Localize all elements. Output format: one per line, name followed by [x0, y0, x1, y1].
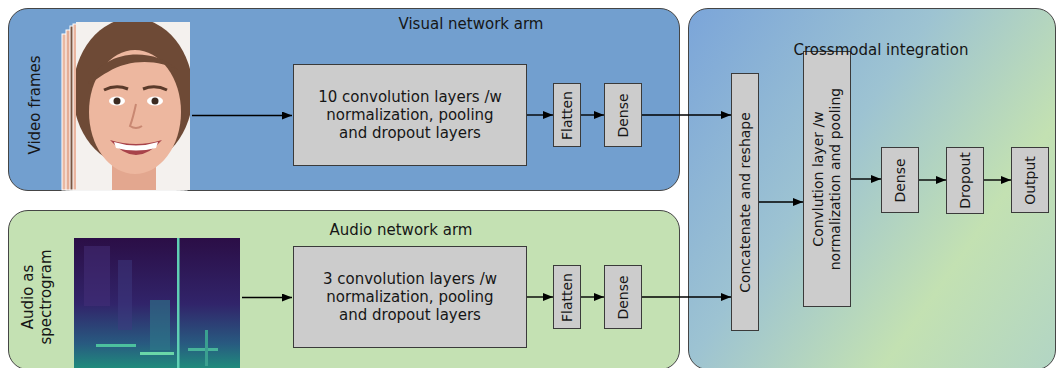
dense-layer: Dense: [881, 147, 919, 213]
visual-arm-panel: Visual network arm 10 convolution layers …: [8, 8, 680, 191]
layer-label: Dense: [615, 275, 632, 319]
label-anchor: Video frames: [20, 30, 50, 180]
fusion-conv-layer: Convlution layer /w normalization and po…: [803, 51, 851, 307]
flatten-layer: Flatten: [553, 265, 581, 329]
layer-label: Dense: [892, 158, 909, 202]
dense-layer: Dense: [604, 83, 642, 147]
panel-title: Crossmodal integration: [794, 41, 969, 59]
dense-layer: Dense: [604, 265, 642, 329]
layer-label: 3 convolution layers /w normalization, p…: [310, 270, 510, 324]
layer-label: Output: [1022, 156, 1039, 205]
input-label: Video frames: [26, 55, 44, 154]
flatten-layer: Flatten: [553, 83, 581, 147]
layer-label: Concatenate and reshape: [737, 112, 754, 293]
layer-label: 10 convolution layers /w normalization, …: [310, 88, 510, 142]
audio-arm-panel: Audio network arm 3 convolution layers /w…: [8, 210, 680, 368]
layer-label: Convlution layer /w normalization and po…: [810, 79, 844, 279]
layer-label: Flatten: [559, 91, 576, 140]
conv-block: 10 convolution layers /w normalization, …: [293, 64, 527, 166]
layer-label: Flatten: [559, 273, 576, 322]
integration-panel: Crossmodal integrationConcatenate and re…: [688, 8, 1056, 368]
output-layer: Output: [1011, 147, 1049, 213]
concat-layer: Concatenate and reshape: [731, 73, 759, 331]
panel-title: Audio network arm: [330, 221, 473, 239]
panel-title: Visual network arm: [399, 15, 544, 33]
label-anchor: Audio as spectrogram: [14, 230, 60, 364]
layer-label: Dropout: [957, 152, 974, 209]
dropout-layer: Dropout: [946, 147, 984, 214]
conv-block: 3 convolution layers /w normalization, p…: [293, 246, 527, 348]
input-label: Audio as spectrogram: [19, 242, 55, 352]
layer-label: Dense: [615, 93, 632, 137]
